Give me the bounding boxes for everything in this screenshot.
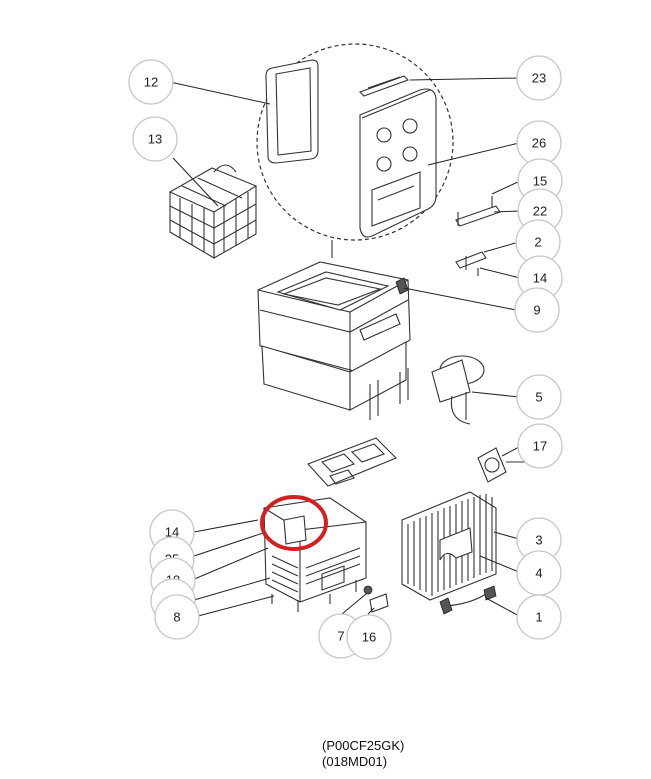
drawing-code-caption: (018MD01): [322, 754, 388, 769]
callout-1: 1: [516, 594, 562, 640]
leader-line: [485, 597, 520, 617]
callout-12: 12: [128, 59, 174, 105]
part-condenser: [401, 491, 497, 601]
callout-5: 5: [516, 374, 562, 420]
leader-line: [193, 577, 271, 601]
part-fan: [477, 447, 540, 483]
callout-8: 8: [154, 594, 200, 640]
callout-label: 9: [533, 303, 540, 318]
part-hinge-brackets: [455, 196, 501, 276]
leader-line: [193, 519, 259, 533]
part-wire-basket: [168, 164, 258, 259]
model-code-caption: (P00CF25GK): [322, 738, 405, 753]
part-knob-and-plate: [363, 585, 389, 613]
leader-line: [493, 210, 520, 213]
callout-16: 16: [346, 614, 392, 660]
callout-label: 12: [144, 75, 158, 90]
leader-line: [479, 555, 520, 573]
callout-label: 16: [362, 630, 376, 645]
callout-label: 2: [534, 235, 541, 250]
leader-line: [409, 77, 520, 81]
part-compressor: [431, 355, 485, 425]
callout-label: 23: [532, 71, 546, 86]
part-handle-strip: [359, 75, 409, 97]
callout-23: 23: [516, 55, 562, 101]
callout-label: 17: [533, 439, 547, 454]
callout-label: 14: [165, 525, 179, 540]
callout-label: 15: [533, 174, 547, 189]
part-cabinet-body: [257, 240, 411, 420]
part-power-cord: [439, 585, 497, 615]
callout-label: 4: [535, 566, 542, 581]
leader-line: [191, 547, 269, 581]
callout-label: 22: [533, 204, 547, 219]
part-lower-housing: [263, 497, 367, 612]
leader-line: [367, 607, 375, 615]
leader-line: [169, 81, 271, 105]
callout-13: 13: [132, 116, 178, 162]
leader-line: [479, 267, 521, 279]
leader-line: [197, 595, 275, 617]
callout-9: 9: [514, 287, 560, 333]
part-base-plate: [307, 437, 397, 487]
callout-17: 17: [517, 423, 563, 469]
callout-label: 26: [532, 136, 546, 151]
leader-line: [172, 157, 219, 207]
callout-label: 1: [535, 610, 542, 625]
leader-line: [493, 531, 520, 540]
leader-line: [501, 446, 520, 457]
lid-group-outline: [256, 43, 454, 241]
callout-label: 13: [148, 132, 162, 147]
part-clip: [395, 277, 409, 295]
part-lid-panel: [359, 88, 437, 238]
callout-label: 14: [533, 271, 547, 286]
callout-label: 3: [535, 533, 542, 548]
highlight-circle: [260, 495, 328, 551]
callout-label: 5: [535, 390, 542, 405]
leader-line: [483, 241, 520, 253]
leader-line: [190, 531, 267, 558]
callout-label: 8: [173, 610, 180, 625]
leader-line: [427, 142, 520, 166]
leader-line: [471, 391, 520, 398]
leader-line: [341, 593, 367, 615]
part-gasket: [265, 59, 319, 164]
leader-line: [403, 287, 517, 311]
leader-line: [491, 180, 521, 195]
callout-label: 7: [337, 629, 344, 644]
callout-4: 4: [516, 550, 562, 596]
